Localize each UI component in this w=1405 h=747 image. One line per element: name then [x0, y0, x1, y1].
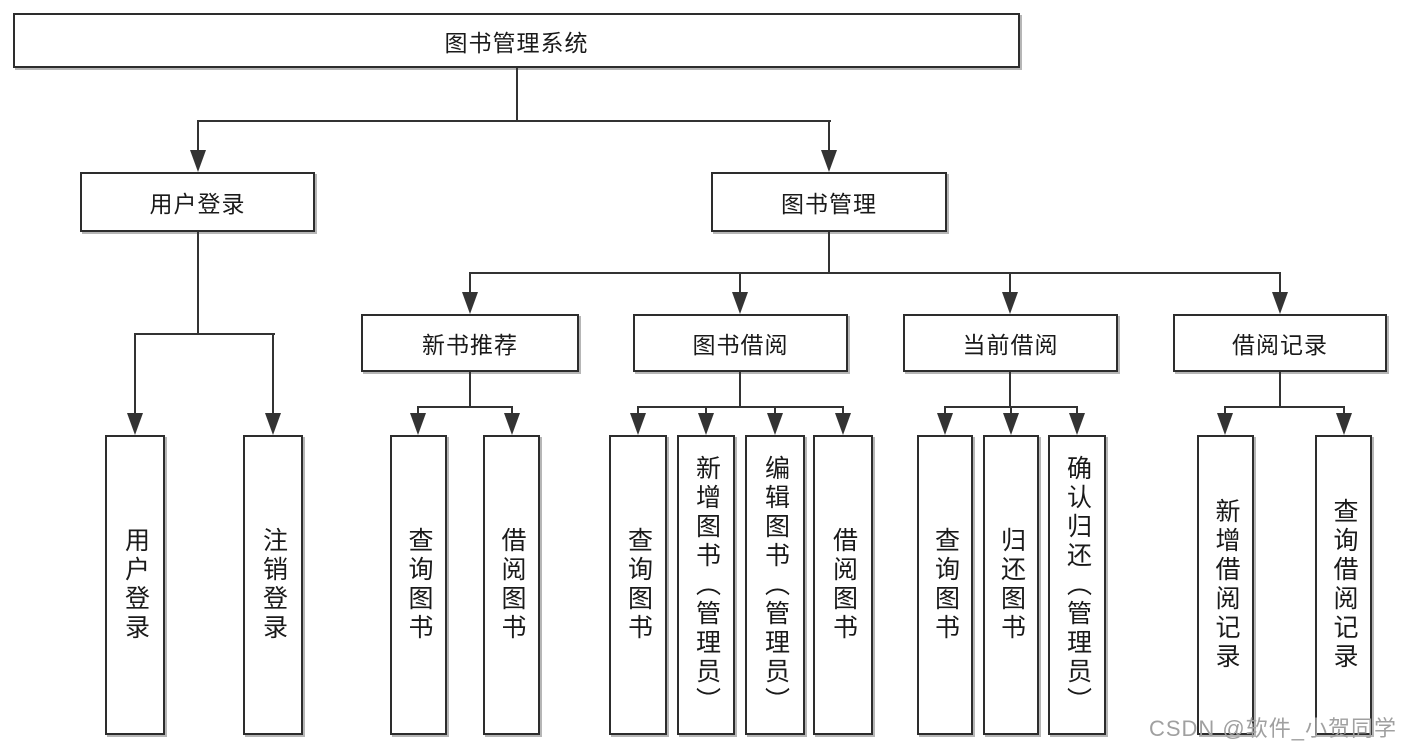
- connector-drop-section: [469, 272, 471, 294]
- connector-drop-leaf: [705, 406, 707, 415]
- connector-section-stem: [1009, 372, 1011, 408]
- leaf-label: 新增借阅记录: [1212, 498, 1240, 672]
- connector-root-stem: [516, 68, 518, 120]
- leaf-label: 新增图书（管理员）: [692, 454, 721, 716]
- node-user-login: 用户登录: [80, 172, 315, 232]
- arrow-down-icon: [767, 413, 783, 435]
- leaf-label: 查询图书: [931, 527, 960, 643]
- leaf-label: 编辑图书（管理员）: [761, 454, 790, 716]
- connector-book-mgmt-bar: [469, 272, 1281, 274]
- node-label: 新书推荐: [422, 332, 518, 358]
- node-new-book-recommend: 新书推荐: [361, 314, 579, 372]
- connector-drop-user-login: [197, 120, 199, 152]
- arrow-down-icon: [1069, 413, 1085, 435]
- arrow-down-icon: [462, 292, 478, 314]
- leaf-query-book-current: 查询图书: [917, 435, 973, 735]
- arrow-down-icon: [821, 150, 837, 172]
- connector-root-bar: [197, 120, 831, 122]
- connector-drop-leaf: [134, 333, 136, 413]
- leaf-label: 查询图书: [624, 527, 653, 643]
- connector-section-stem: [469, 372, 471, 408]
- leaf-query-book-borrow: 查询图书: [609, 435, 667, 735]
- leaf-label: 借阅图书: [498, 527, 526, 643]
- node-root-library-system: 图书管理系统: [13, 13, 1020, 68]
- node-label: 当前借阅: [962, 332, 1059, 358]
- node-book-management: 图书管理: [711, 172, 947, 232]
- leaf-confirm-return-admin: 确认归还（管理员）: [1048, 435, 1106, 735]
- leaf-label: 借阅图书: [829, 527, 858, 643]
- arrow-down-icon: [1217, 413, 1233, 435]
- arrow-down-icon: [1336, 413, 1352, 435]
- csdn-watermark: CSDN @软件_小贺同学: [1148, 716, 1397, 741]
- arrow-down-icon: [410, 413, 426, 435]
- connector-section-bar: [1224, 406, 1345, 408]
- connector-drop-section: [1009, 272, 1011, 294]
- leaf-return-book: 归还图书: [983, 435, 1039, 735]
- connector-section-stem: [739, 372, 741, 408]
- leaf-add-book-admin: 新增图书（管理员）: [677, 435, 735, 735]
- arrow-down-icon: [630, 413, 646, 435]
- connector-section-stem: [1279, 372, 1281, 408]
- connector-drop-leaf: [1076, 406, 1078, 415]
- node-book-borrow: 图书借阅: [633, 314, 848, 372]
- leaf-edit-book-admin: 编辑图书（管理员）: [745, 435, 805, 735]
- node-current-borrow: 当前借阅: [903, 314, 1118, 372]
- connector-section-bar: [417, 406, 513, 408]
- leaf-query-book-recommend: 查询图书: [390, 435, 447, 735]
- arrow-down-icon: [698, 413, 714, 435]
- arrow-down-icon: [732, 292, 748, 314]
- leaf-borrow-book-recommend: 借阅图书: [483, 435, 540, 735]
- arrow-down-icon: [190, 150, 206, 172]
- arrow-down-icon: [835, 413, 851, 435]
- connector-section-bar: [637, 406, 844, 408]
- leaf-label: 归还图书: [997, 527, 1026, 643]
- node-label: 图书管理系统: [444, 29, 589, 56]
- connector-book-mgmt-stem: [828, 232, 830, 274]
- leaf-add-borrow-record: 新增借阅记录: [1197, 435, 1254, 735]
- arrow-down-icon: [504, 413, 520, 435]
- connector-drop-leaf: [637, 406, 639, 415]
- connector-drop-section: [1279, 272, 1281, 294]
- arrow-down-icon: [1272, 292, 1288, 314]
- connector-user-login-bar: [134, 333, 275, 335]
- connector-user-login-stem: [197, 232, 199, 335]
- leaf-borrow-book: 借阅图书: [813, 435, 873, 735]
- connector-drop-leaf: [417, 406, 419, 415]
- connector-drop-leaf: [1343, 406, 1345, 415]
- arrow-down-icon: [1003, 413, 1019, 435]
- node-borrow-records: 借阅记录: [1173, 314, 1387, 372]
- connector-drop-section: [739, 272, 741, 294]
- arrow-down-icon: [265, 413, 281, 435]
- connector-drop-leaf: [944, 406, 946, 415]
- node-label: 图书借阅: [692, 332, 789, 358]
- node-label: 借阅记录: [1232, 332, 1328, 358]
- leaf-label: 查询借阅记录: [1330, 498, 1358, 672]
- leaf-query-borrow-record: 查询借阅记录: [1315, 435, 1372, 735]
- connector-drop-leaf: [511, 406, 513, 415]
- node-label: 图书管理: [781, 191, 877, 217]
- connector-drop-leaf: [1010, 406, 1012, 415]
- leaf-label: 查询图书: [405, 527, 433, 643]
- arrow-down-icon: [1002, 292, 1018, 314]
- leaf-label: 注销登录: [259, 527, 288, 643]
- leaf-logout: 注销登录: [243, 435, 303, 735]
- connector-drop-leaf: [842, 406, 844, 415]
- arrow-down-icon: [937, 413, 953, 435]
- leaf-user-login: 用户登录: [105, 435, 165, 735]
- node-label: 用户登录: [149, 191, 246, 217]
- arrow-down-icon: [127, 413, 143, 435]
- leaf-label: 确认归还（管理员）: [1063, 454, 1092, 716]
- connector-drop-leaf: [774, 406, 776, 415]
- connector-drop-leaf: [1224, 406, 1226, 415]
- leaf-label: 用户登录: [121, 527, 150, 643]
- connector-drop-leaf: [272, 333, 274, 413]
- connector-drop-book-mgmt: [828, 120, 830, 152]
